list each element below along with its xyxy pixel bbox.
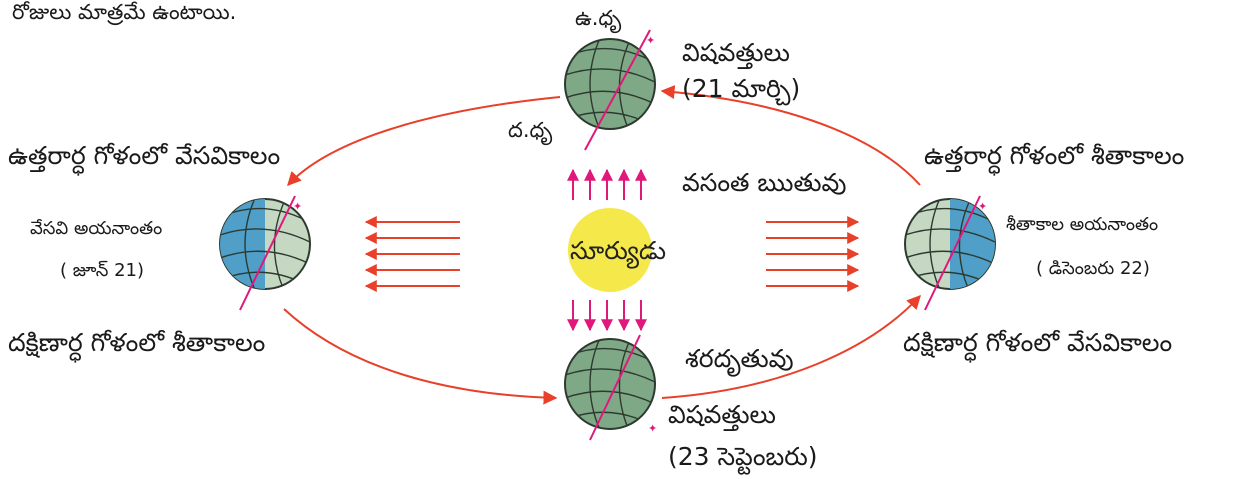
south-pole-label: ద.ధృ (508, 118, 553, 142)
june-solstice-date: ( జూన్ 21) (60, 260, 145, 281)
december-solstice-date: ( డిసెంబరు 22) (1036, 258, 1150, 279)
svg-text:✦: ✦ (648, 422, 657, 435)
december-solstice-name: శీతాకాల అయనాంతం (1006, 214, 1159, 235)
sunrays-right (766, 216, 860, 292)
spring-label: వసంత ఋతువు (682, 168, 847, 197)
sun-label: సూర్యుడు (570, 236, 667, 265)
earth-june: ✦ (219, 195, 311, 311)
september-equinox-date: (23 సెప్టెంబరు) (668, 442, 818, 471)
sunrays-up (567, 168, 647, 200)
north-winter-label: ఉత్తరార్ధ గోళంలో శీతాకాలం (924, 141, 1185, 170)
orbit-path (283, 85, 921, 405)
orbit-arc-september-to-december (661, 294, 921, 399)
september-equinox-name: విషవత్తులు (668, 400, 776, 429)
earth-september: ✦ (564, 334, 657, 441)
june-solstice-name: వేసవి అయనాంతం (30, 218, 163, 239)
sunrays-down (567, 300, 647, 332)
orbit-arc-june-to-september (283, 308, 558, 405)
svg-text:✦: ✦ (646, 34, 655, 47)
orbit-arc-december-to-march (660, 85, 921, 186)
earth-axis (584, 29, 651, 151)
caption-fragment: రోజులు మాత్రమే ఉంటాయి. (12, 0, 237, 24)
north-pole-label: ఉ.ధృ (575, 6, 622, 30)
svg-text:✦: ✦ (293, 200, 302, 213)
sun-disc (568, 208, 652, 292)
orbit-arc-march-to-june (287, 96, 561, 187)
south-summer-label: దక్షిణార్ధ గోళంలో వేసవికాలం (903, 328, 1173, 357)
march-equinox-name: విషవత్తులు (682, 38, 790, 67)
svg-text:✦: ✦ (978, 200, 987, 213)
earth-axis (589, 334, 641, 441)
autumn-label: శరదృతువు (685, 344, 794, 373)
north-summer-label: ఉత్తరార్ధ గోళంలో వేసవికాలం (8, 141, 281, 170)
march-equinox-date: (21 మార్చి) (682, 74, 801, 103)
earth-axis (239, 195, 296, 311)
earth-december: ✦ (904, 195, 996, 311)
south-winter-label: దక్షిణార్ధ గోళంలో శీతాకాలం (8, 328, 266, 357)
sunrays-left (364, 216, 460, 292)
earth-axis (924, 195, 981, 311)
earth-march: ✦ (564, 29, 656, 151)
